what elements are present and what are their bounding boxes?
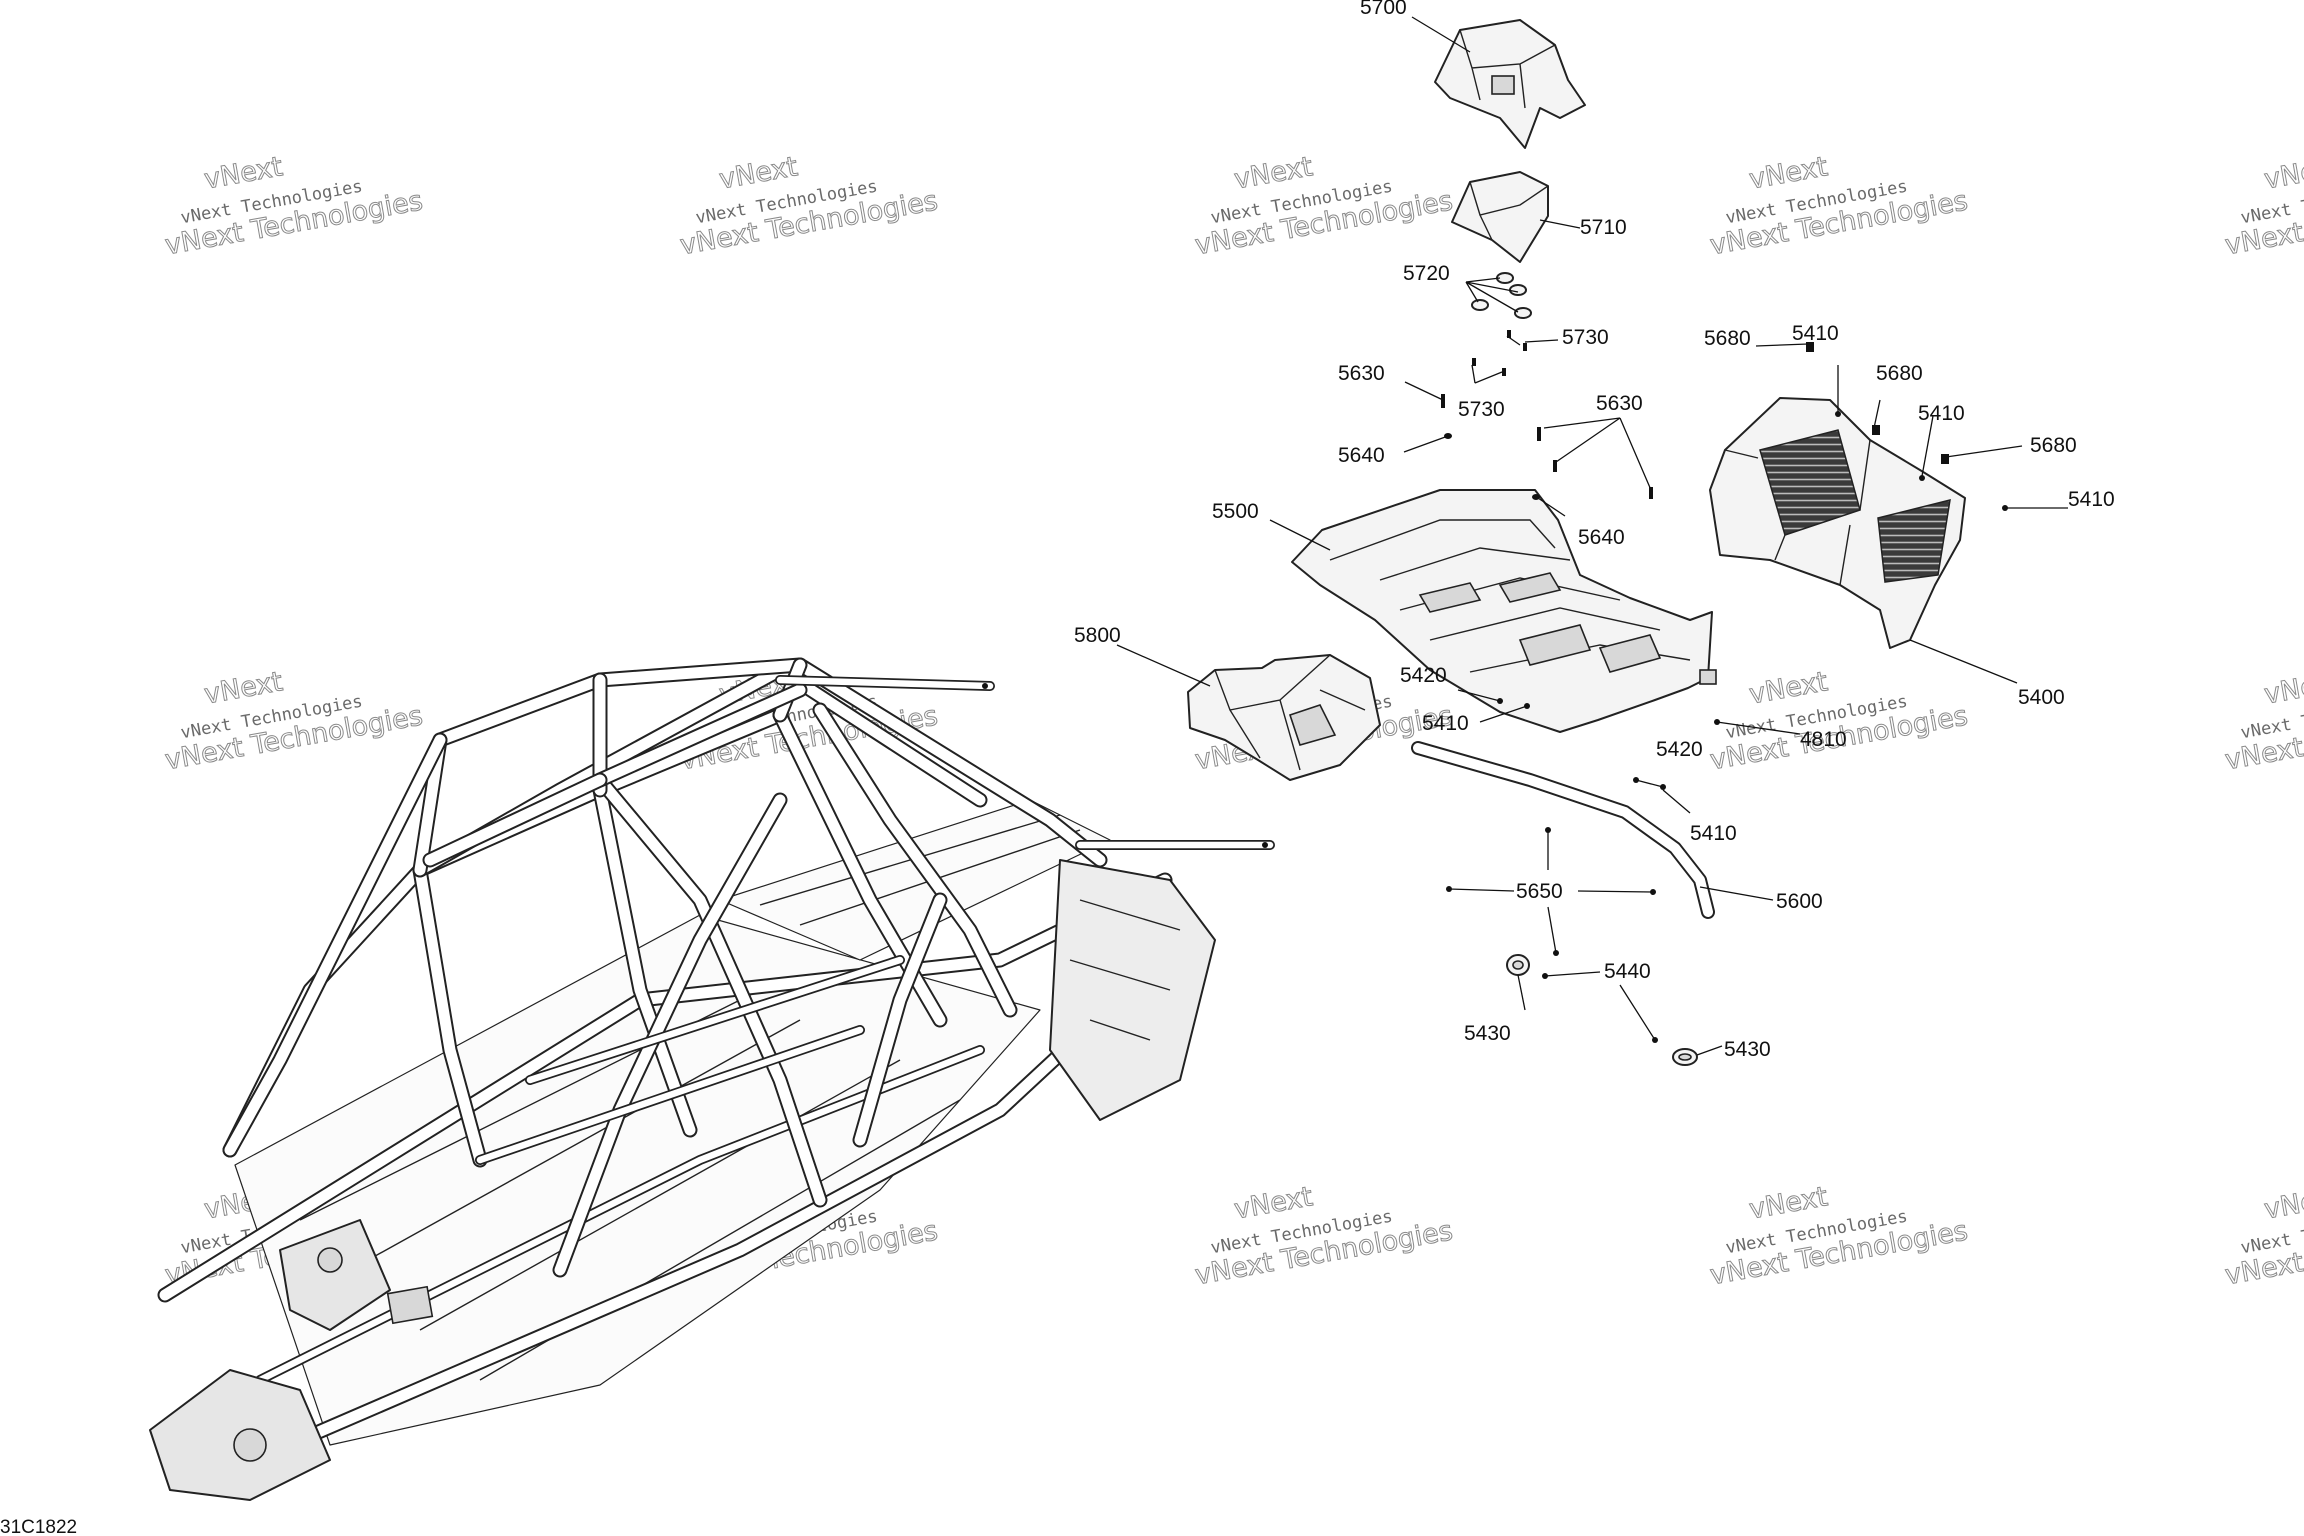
callout-5500: 5500 [1212,500,1259,523]
callout-5680-a: 5680 [1704,327,1751,350]
part-5700-cover [1434,19,1586,149]
watermark-tag: vNext [2262,1181,2304,1225]
diagram-reference-code: 31C1822 [0,1517,77,1536]
watermark-tag: vNext [717,151,800,195]
part-5400-side-panel [1709,397,1966,649]
part-5710-panel [1451,171,1549,263]
part-5600-bar [1411,741,1715,919]
watermark-tag: vNext [202,666,285,710]
watermark-tag: vNext [2262,666,2304,710]
callout-5400: 5400 [2018,686,2065,709]
watermark-tag: vNext [1747,666,1830,710]
watermark-tag: vNext [1747,1181,1830,1225]
callout-5720: 5720 [1403,262,1450,285]
watermark-tag: vNext [1232,151,1315,195]
part-5720-grommets [1471,272,1532,319]
part-5500-cargo-deck [1291,489,1717,733]
watermark-tag: vNext [1232,1181,1315,1225]
callout-5600: 5600 [1776,890,1823,913]
callout-5800: 5800 [1074,624,1121,647]
callout-5710: 5710 [1580,216,1627,239]
part-5800-cover [1187,654,1381,781]
watermark-tag: vNext [1747,151,1830,195]
callout-5630-b: 5630 [1596,392,1643,415]
callout-5420-b: 5420 [1656,738,1703,761]
callout-labels: 5700 5710 5720 5730 5730 5630 5630 5640 … [1074,0,2115,1061]
leader-lines [1116,16,2068,1056]
callout-5680-b: 5680 [1876,362,1923,385]
callout-5640-a: 5640 [1338,444,1385,467]
callout-5430-a: 5430 [1464,1022,1511,1045]
callout-5440: 5440 [1604,960,1651,983]
vehicle-frame [149,657,1275,1501]
callout-5730-b: 5730 [1458,398,1505,421]
watermark-tag: vNext [2262,151,2304,195]
callout-5420-a: 5420 [1400,664,1447,687]
callout-5700: 5700 [1360,0,1407,19]
part-5430-caps [1506,954,1698,1066]
callout-5410-c: 5410 [2068,488,2115,511]
callout-5630-a: 5630 [1338,362,1385,385]
callout-5640-b: 5640 [1578,526,1625,549]
callout-4810: 4810 [1800,728,1847,751]
callout-5410-d: 5410 [1422,712,1469,735]
callout-5680-c: 5680 [2030,434,2077,457]
callout-5650: 5650 [1516,880,1563,903]
callout-5430-b: 5430 [1724,1038,1771,1061]
callout-5410-b: 5410 [1918,402,1965,425]
watermark-tag: vNext [202,151,285,195]
callout-5730-a: 5730 [1562,326,1609,349]
callout-5410-e: 5410 [1690,822,1737,845]
callout-5410-a: 5410 [1792,322,1839,345]
